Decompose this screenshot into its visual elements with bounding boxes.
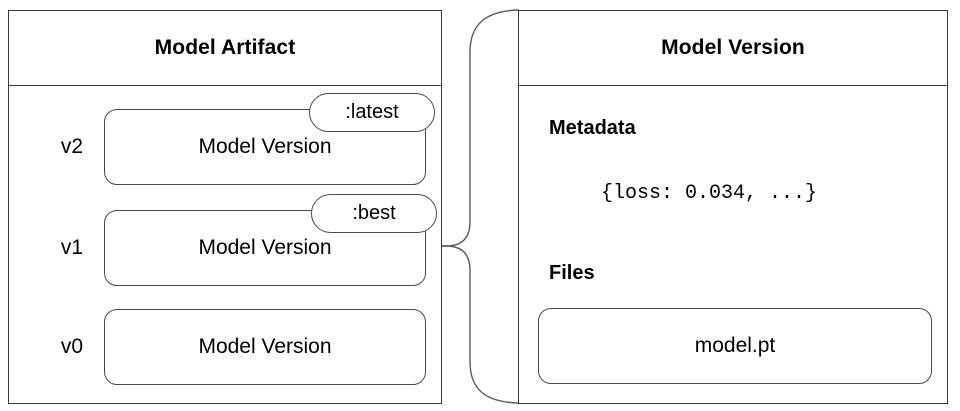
version-box-label-v1: Model Version bbox=[198, 236, 332, 259]
model-version-panel: Model Version Metadata {loss: 0.034, ...… bbox=[518, 10, 948, 404]
model-artifact-panel: Model Artifact v2 Model Version :latest … bbox=[8, 10, 442, 404]
version-tag-best[interactable]: :best bbox=[311, 194, 437, 233]
version-label-v1: v1 bbox=[60, 236, 84, 259]
version-tag-best-label: :best bbox=[352, 202, 396, 224]
version-row-v1: v1 Model Version :best bbox=[9, 194, 441, 286]
version-tag-latest[interactable]: :latest bbox=[309, 93, 435, 132]
files-heading: Files bbox=[549, 262, 595, 284]
metadata-value: {loss: 0.034, ...} bbox=[601, 182, 818, 205]
model-version-body: Metadata {loss: 0.034, ...} Files model.… bbox=[519, 85, 947, 403]
file-box-model-pt[interactable]: model.pt bbox=[538, 308, 932, 384]
model-artifact-header: Model Artifact bbox=[9, 11, 441, 86]
version-box-label-v2: Model Version bbox=[198, 135, 332, 158]
version-box-label-v0: Model Version bbox=[198, 335, 332, 358]
model-artifact-body: v2 Model Version :latest v1 Model Versio… bbox=[9, 85, 441, 403]
version-row-v2: v2 Model Version :latest bbox=[9, 93, 441, 185]
version-label-v0: v0 bbox=[60, 335, 84, 358]
version-row-v0: v0 Model Version bbox=[9, 309, 441, 385]
version-box-v0[interactable]: Model Version bbox=[104, 309, 426, 385]
model-artifact-title: Model Artifact bbox=[154, 36, 296, 59]
file-name-label: model.pt bbox=[694, 334, 776, 357]
model-version-title: Model Version bbox=[661, 36, 805, 59]
version-tag-latest-label: :latest bbox=[345, 101, 399, 123]
model-version-header: Model Version bbox=[519, 11, 947, 86]
metadata-heading: Metadata bbox=[549, 117, 636, 139]
version-label-v2: v2 bbox=[60, 135, 84, 158]
